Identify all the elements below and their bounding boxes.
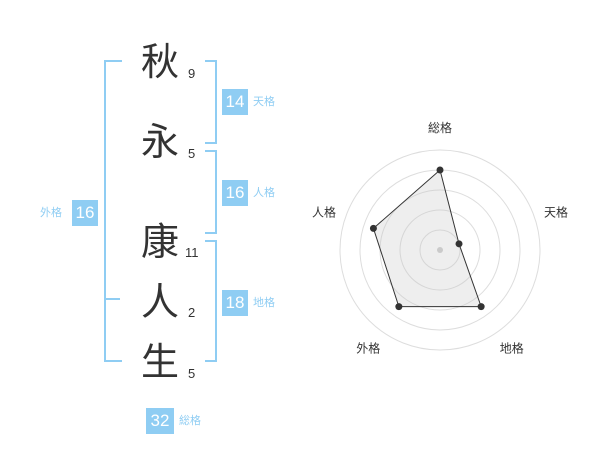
radar-center-dot <box>437 247 443 253</box>
tenkaku-value-badge: 14 <box>222 89 248 115</box>
stroke-count-2: 5 <box>188 146 196 161</box>
name-char-5: 生 <box>140 340 179 384</box>
radar-point-4 <box>395 303 403 311</box>
chikaku-value-badge: 18 <box>222 290 248 316</box>
jinkaku-value-badge: 16 <box>222 180 248 206</box>
tenkaku-bracket <box>205 60 217 144</box>
name-char-2: 永 <box>140 120 179 164</box>
soukaku-value-badge: 32 <box>146 408 174 434</box>
name-char-1: 秋 <box>140 40 179 84</box>
radar-axis-label-2: 天格 <box>544 204 568 219</box>
gaikaku-label: 外格 <box>40 206 62 219</box>
gaikaku-value-badge: 16 <box>72 200 98 226</box>
stroke-count-5: 5 <box>188 366 196 381</box>
chikaku-bracket <box>205 240 217 362</box>
gaikaku-bracket <box>104 60 122 362</box>
jinkaku-bracket <box>205 150 217 234</box>
jinkaku-label: 人格 <box>253 186 275 199</box>
name-char-4: 人 <box>140 280 179 324</box>
chikaku-label: 地格 <box>253 296 275 309</box>
stroke-count-1: 9 <box>188 66 196 81</box>
gaikaku-bracket-mid <box>104 298 120 300</box>
radar-axis-label-1: 総格 <box>428 120 452 135</box>
radar-grid-ring <box>419 229 461 271</box>
soukaku-label: 総格 <box>179 414 201 427</box>
stroke-count-3: 11 <box>185 245 199 260</box>
radar-point-3 <box>477 303 485 311</box>
radar-point-1 <box>436 166 444 174</box>
name-char-3: 康 <box>140 220 179 264</box>
stroke-count-4: 2 <box>188 305 196 320</box>
radar-grid-ring <box>339 149 541 351</box>
radar-axis-label-4: 外格 <box>356 341 380 356</box>
radar-axis-label-3: 地格 <box>500 341 524 356</box>
radar-series-polygon <box>372 169 482 308</box>
radar-point-5 <box>369 224 377 232</box>
radar-point-2 <box>455 240 463 248</box>
radar-axis-label-5: 人格 <box>312 204 336 219</box>
tenkaku-label: 天格 <box>253 95 275 108</box>
radar-grid-ring <box>399 209 481 291</box>
